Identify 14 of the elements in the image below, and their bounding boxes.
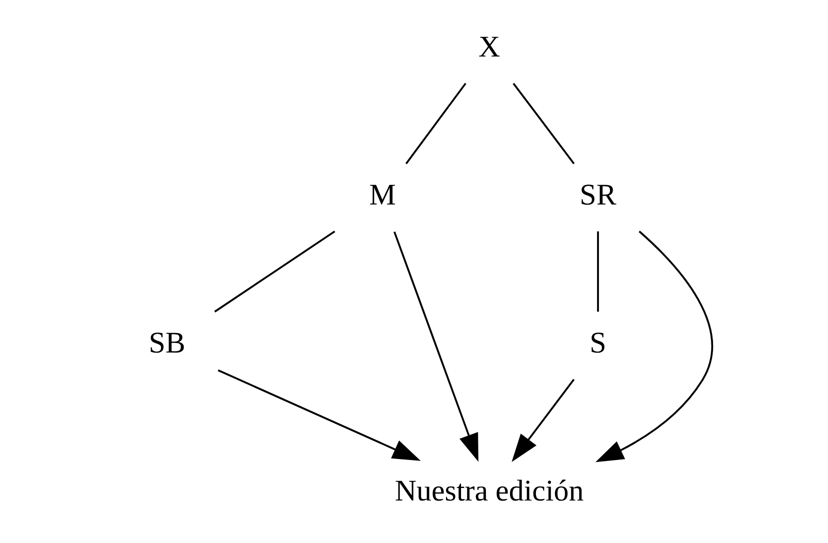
connector [214, 230, 335, 312]
arrow [511, 378, 574, 462]
arrow [594, 230, 712, 462]
node-text: S [589, 326, 606, 360]
connector [596, 231, 598, 312]
node-text: X [478, 30, 500, 64]
arrow [393, 231, 478, 462]
node-text: M [368, 178, 396, 212]
connector [404, 82, 466, 164]
node-text: SB [148, 326, 185, 360]
node-text: SR [579, 178, 616, 212]
connector [512, 82, 574, 164]
node-text: Nuestra edición [394, 474, 584, 508]
arrow [217, 369, 420, 461]
